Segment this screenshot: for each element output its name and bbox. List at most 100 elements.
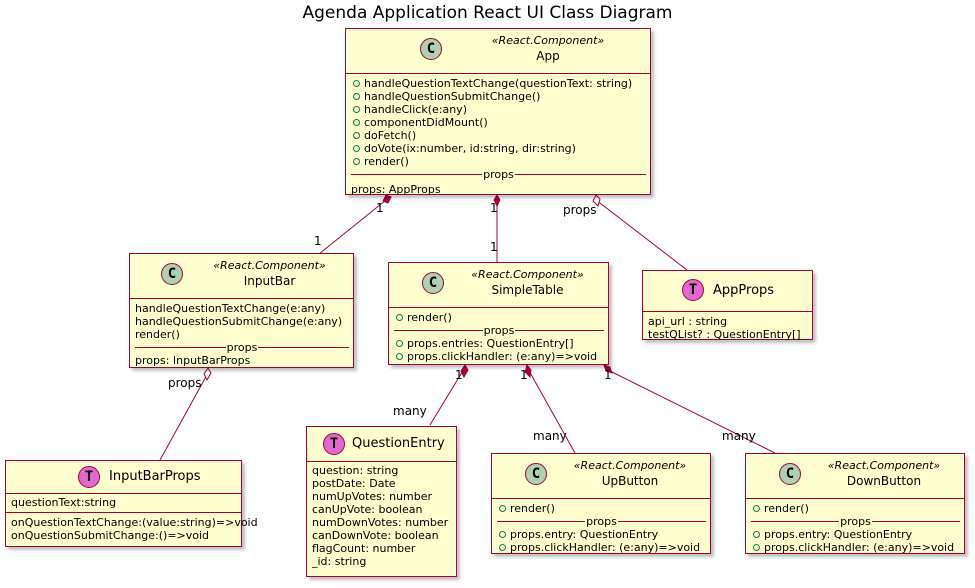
class-inputbar: C «React.Component» InputBar handleQuest… [129,253,354,368]
methods-section: handleQuestionTextChange(questionText: s… [346,73,650,199]
link-app-inputbar [318,199,387,255]
class-name: DownButton [846,474,922,488]
label-app-simpletable-to: 1 [490,240,498,254]
method: handleQuestionTextChange(e:any) [135,302,326,315]
link-simpletable-downbutton [605,368,776,454]
methods-section: onQuestionTextChange:(value:string)=>voi… [6,512,258,545]
section-separator: props [497,515,706,528]
method: componentDidMount() [351,116,646,129]
diamond-app-simpletable [493,194,501,208]
section-separator: props [351,168,646,181]
method: render() [497,502,706,515]
fields-section: api_url : string testQList? : QuestionEn… [643,311,812,344]
label-inputbar-props-from: props [168,376,202,390]
field: testQList? : QuestionEntry[] [648,328,801,341]
field: props: AppProps [351,183,441,196]
class-simpletable: C «React.Component» SimpleTable render()… [388,262,609,365]
field: props.clickHandler: (e:any)=>void [497,541,706,554]
label-simpletable-questionentry-to: many [393,404,427,418]
class-upbutton-header: C «React.Component» UpButton [492,454,710,498]
link-simpletable-upbutton [527,368,576,454]
link-app-appprops [595,199,688,271]
class-name: AppProps [713,283,775,298]
class-downbutton-header: C «React.Component» DownButton [746,454,964,498]
diamond-app-appprops [592,194,601,207]
class-name: InputBarProps [109,469,201,484]
class-inputbarprops: T InputBarProps questionText:string onQu… [5,460,258,547]
type-marker-icon: T [682,279,704,301]
fields-section: questionText:string [6,493,241,512]
field: _id: string [312,555,367,568]
method: handleClick(e:any) [351,103,646,116]
link-inputbar-inputbarprops [159,372,209,461]
field: numDownVotes: number [312,516,449,529]
field: props.entry: QuestionEntry [497,528,706,541]
field: question: string [312,464,399,477]
class-name: InputBar [243,274,296,288]
label-app-appprops-from: props [563,203,597,217]
class-downbutton: C «React.Component» DownButton render() … [745,453,965,554]
diamond-inputbar-inputbarprops [203,367,212,382]
class-appprops: T AppProps api_url : string testQList? :… [642,270,813,341]
diamond-simpletable-downbutton [603,364,613,374]
class-name: App [536,49,560,63]
section-separator: props [751,515,960,528]
method: onQuestionSubmitChange:()=>void [11,529,210,542]
method: doVote(ix:number, id:string, dir:string) [351,142,646,155]
label-app-inputbar-to: 1 [314,234,322,248]
field: numUpVotes: number [312,490,433,503]
label-simpletable-upbutton-from: 1 [520,368,528,382]
method: handleQuestionSubmitChange(e:any) [135,315,343,328]
class-name: QuestionEntry [352,436,445,451]
class-questionentry: T QuestionEntry question: string postDat… [306,426,457,577]
field: props.clickHandler: (e:any)=>void [751,541,960,554]
class-questionentry-header: T QuestionEntry [307,427,456,461]
label-simpletable-downbutton-from: 1 [604,368,612,382]
methods-section: render() props props.entry: QuestionEntr… [746,498,964,557]
class-inputbarprops-header: T InputBarProps [6,461,241,493]
diamond-simpletable-upbutton [524,363,532,379]
field: canUpVote: boolean [312,503,423,516]
methods-section: render() props props.entries: QuestionEn… [389,307,608,366]
label-simpletable-questionentry-from: 1 [455,368,463,382]
label-app-simpletable-from: 1 [490,201,498,215]
methods-section: handleQuestionTextChange(e:any) handleQu… [130,298,353,370]
class-marker-icon: C [161,263,183,285]
field: props: InputBarProps [135,354,251,367]
methods-section: render() props props.entry: QuestionEntr… [492,498,710,557]
class-app: C «React.Component» App handleQuestionTe… [345,28,651,196]
method: render() [135,328,180,341]
class-name: SimpleTable [491,283,564,297]
stereotype: «React.Component» [491,34,605,47]
field: props.entry: QuestionEntry [751,528,960,541]
method: render() [751,502,960,515]
section-separator: props [394,324,604,337]
method: handleQuestionSubmitChange() [351,90,646,103]
stereotype: «React.Component» [827,459,941,472]
class-upbutton: C «React.Component» UpButton render() pr… [491,453,711,554]
method: handleQuestionTextChange(questionText: s… [351,77,646,90]
field: props.entries: QuestionEntry[] [394,337,604,350]
label-simpletable-upbutton-to: many [533,429,567,443]
method: doFetch() [351,129,646,142]
fields-section: question: string postDate: Date numUpVot… [307,461,456,571]
type-marker-icon: T [323,433,345,455]
method: onQuestionTextChange:(value:string)=>voi… [11,516,258,529]
field: props.clickHandler: (e:any)=>void [394,350,604,363]
class-simpletable-header: C «React.Component» SimpleTable [389,263,608,307]
field: canDownVote: boolean [312,529,439,542]
class-marker-icon: C [422,272,444,294]
class-appprops-header: T AppProps [643,271,812,311]
field: flagCount: number [312,542,416,555]
class-inputbar-header: C «React.Component» InputBar [130,254,353,298]
class-name: UpButton [601,474,659,488]
class-marker-icon: C [525,463,547,485]
stereotype: «React.Component» [213,259,326,272]
field: api_url : string [648,315,728,328]
diamond-simpletable-questionentry [460,364,469,379]
method: render() [351,155,646,168]
stereotype: «React.Component» [573,459,687,472]
class-app-header: C «React.Component» App [346,29,650,73]
link-simpletable-questionentry [429,368,465,426]
